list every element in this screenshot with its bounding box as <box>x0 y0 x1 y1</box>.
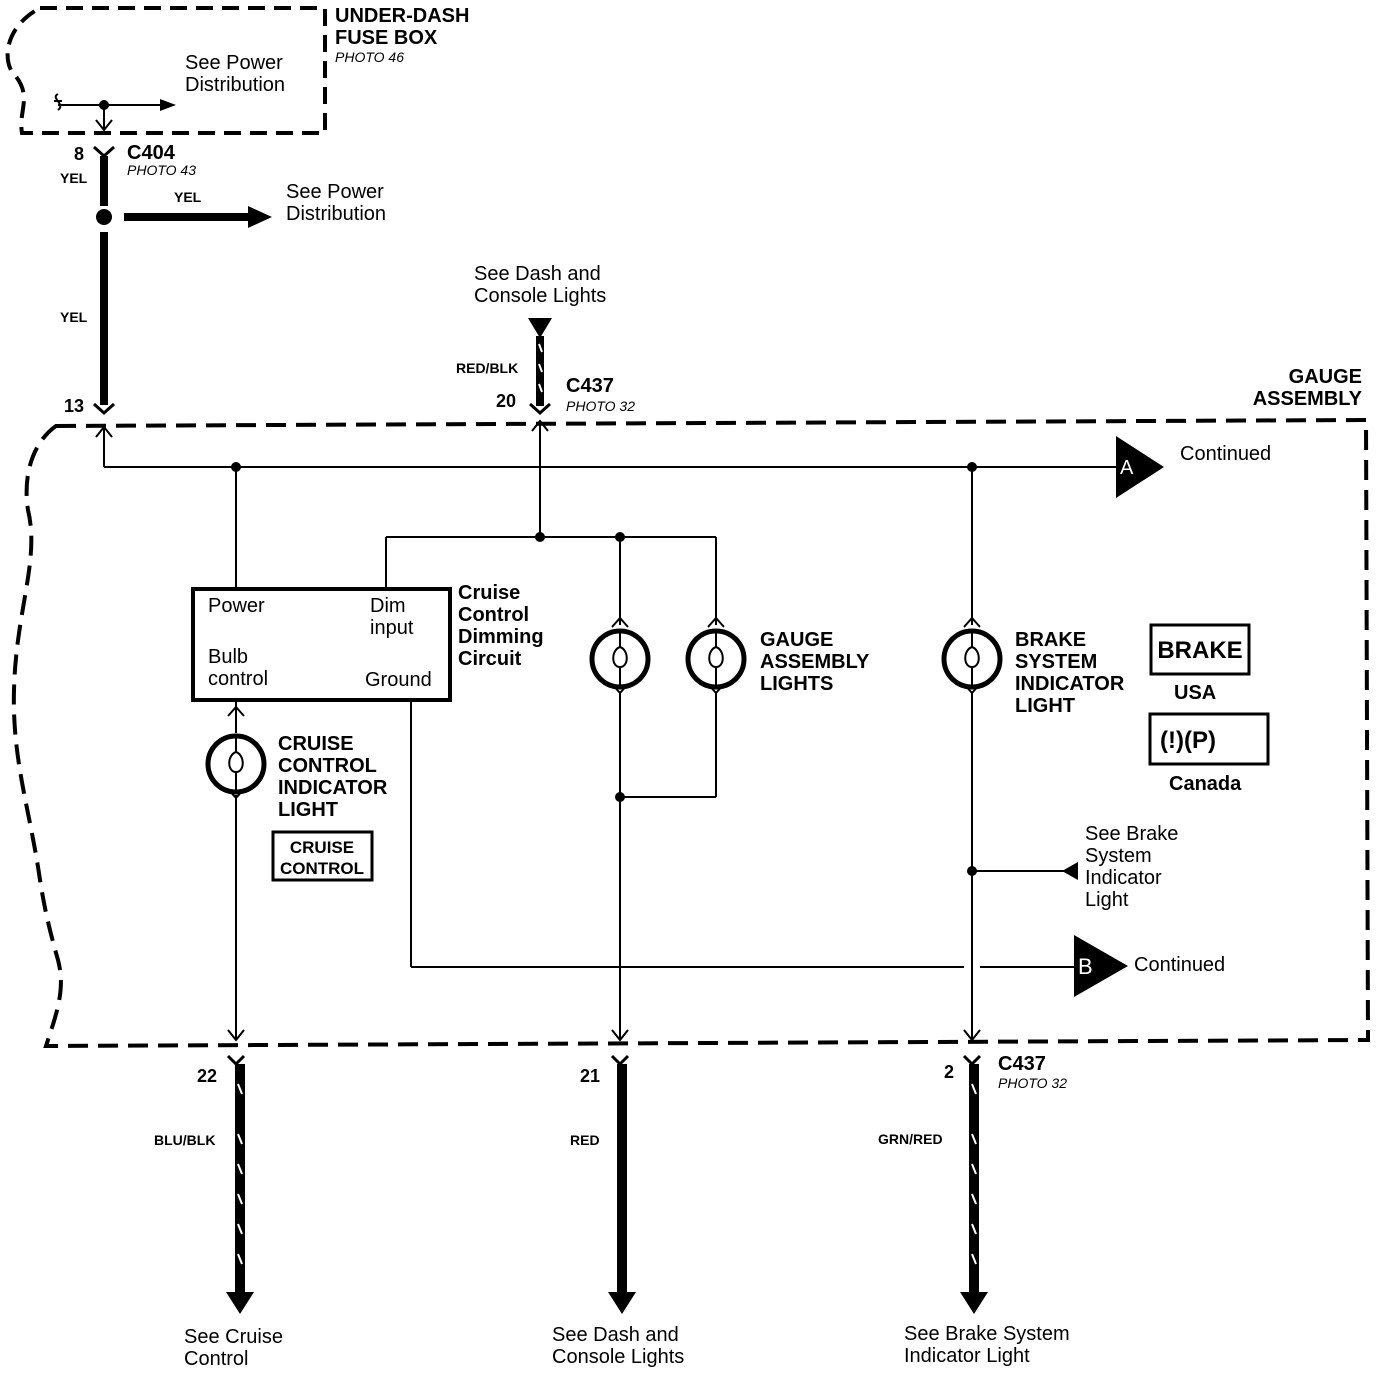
continued-b-label: Continued <box>1134 954 1225 976</box>
gauge-light-bulb-icon <box>589 616 651 695</box>
brake-indicator-bulb-icon <box>941 616 1003 695</box>
dash-lights-bottom-arrow-icon <box>608 1292 636 1314</box>
red-wire-color: RED <box>570 1132 600 1148</box>
c437-bottom-name: C437 <box>998 1053 1046 1075</box>
red-pin: 21 <box>580 1066 600 1086</box>
grn-red-wire-color: GRN/RED <box>878 1131 943 1147</box>
continued-a-letter: A <box>1120 457 1134 479</box>
continued-a-label: Continued <box>1180 443 1271 465</box>
brake-canada-symbol: (!)(P) <box>1148 712 1270 766</box>
cruise-control-arrow-icon <box>226 1292 254 1314</box>
splice-dot <box>535 532 545 542</box>
brake-canada-label: Canada <box>1169 773 1242 795</box>
blu-blk-wire-color: BLU/BLK <box>154 1132 215 1148</box>
gauge-light-bulb-icon <box>685 616 747 695</box>
continued-b-letter: B <box>1078 954 1093 979</box>
splice-dots <box>231 462 977 876</box>
brake-ref-arrow-icon <box>1062 862 1078 880</box>
main-feed-wire-color: YEL <box>60 309 88 325</box>
fuse-box-output-arrow-icon <box>95 119 113 132</box>
brake-usa-symbol: BRAKE <box>1149 623 1251 676</box>
splice-dot <box>615 532 625 542</box>
continued-b-arrow-icon <box>1074 935 1128 997</box>
c404-connector: 8 C404 PHOTO 43 YEL <box>60 142 196 186</box>
splice-dot <box>231 462 241 472</box>
fuse-icon <box>54 93 62 111</box>
continued-b-connector: B Continued <box>1074 935 1225 997</box>
c437-bottom-photo: PHOTO 32 <box>998 1075 1067 1091</box>
blu-blk-pin: 22 <box>197 1066 217 1086</box>
splice-dot <box>967 462 977 472</box>
cruise-indicator-bulb-icon <box>205 705 267 800</box>
fuse-bus-arrow-icon <box>160 99 176 111</box>
main-feed-pin: 13 <box>64 396 84 416</box>
brake-indicator-bottom-arrow-icon <box>960 1292 988 1314</box>
c437-top-photo: PHOTO 32 <box>566 398 635 414</box>
brake-usa-label: USA <box>1174 682 1216 704</box>
splice-dot <box>615 792 625 802</box>
c404-pin: 8 <box>74 144 84 164</box>
continued-a-arrow-icon <box>1116 436 1164 498</box>
dash-lights-top-wire-color: RED/BLK <box>456 360 518 376</box>
c437-top-pin: 20 <box>496 391 516 411</box>
power-branch-wire-color: YEL <box>174 189 202 205</box>
fuse-box-photo: PHOTO 46 <box>335 49 404 65</box>
c404-name: C404 <box>127 142 176 164</box>
c437-top-name: C437 <box>566 375 614 397</box>
power-branch-arrow-icon <box>248 206 272 228</box>
svg-text:(!)(P): (!)(P) <box>1160 727 1216 754</box>
c404-photo: PHOTO 43 <box>127 162 196 178</box>
c404-wire-color: YEL <box>60 170 88 186</box>
dimming-ground-terminal: Ground <box>365 669 432 691</box>
dash-lights-top-arrow-icon <box>528 318 552 338</box>
splice-dot <box>967 866 977 876</box>
internal-wiring <box>95 419 1116 1042</box>
grn-red-pin: 2 <box>944 1062 954 1082</box>
power-splice-dot <box>96 209 112 225</box>
svg-text:BRAKE: BRAKE <box>1157 637 1242 664</box>
dimming-power-terminal: Power <box>208 595 265 617</box>
c437-bottom-connector: C437 PHOTO 32 <box>226 1053 1067 1091</box>
continued-a-connector: A Continued <box>1116 436 1271 498</box>
